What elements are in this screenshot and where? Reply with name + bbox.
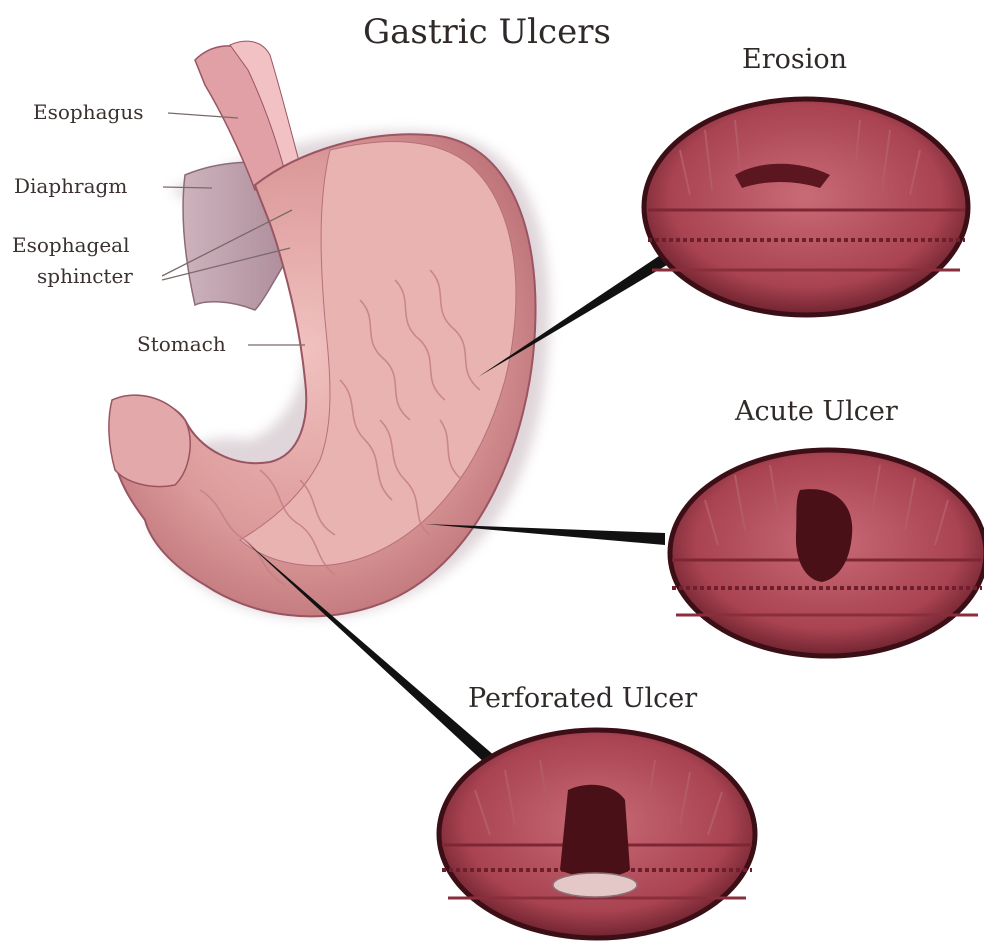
- label-stomach: Stomach: [137, 332, 226, 356]
- label-esophageal-sphincter-line1: Esophageal: [12, 233, 129, 257]
- label-diaphragm: Diaphragm: [14, 174, 127, 198]
- inset-title-perforated-ulcer: Perforated Ulcer: [468, 683, 697, 714]
- diagram-title: Gastric Ulcers: [363, 12, 611, 52]
- duodenum-shape: [109, 395, 190, 486]
- inset-title-erosion: Erosion: [742, 44, 847, 75]
- label-esophageal-sphincter-line2: sphincter: [37, 264, 133, 288]
- erosion-inset: [644, 99, 968, 315]
- inset-title-acute-ulcer: Acute Ulcer: [735, 396, 898, 427]
- label-esophagus: Esophagus: [33, 100, 143, 124]
- perforated-ulcer-inset: [439, 730, 755, 938]
- acute-ulcer-inset: [670, 450, 984, 656]
